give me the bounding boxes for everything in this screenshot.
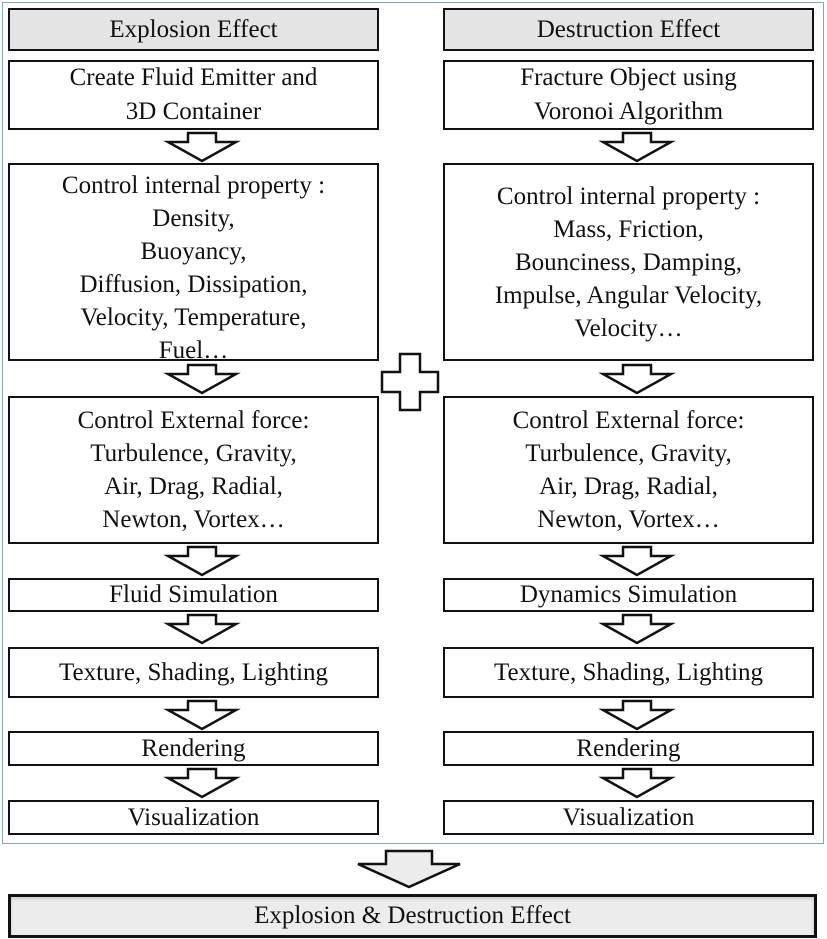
explosion-step-visualization: Visualization: [8, 800, 379, 835]
result-box: Explosion & Destruction Effect: [8, 894, 817, 938]
destruction-step-external-force: Control External force: Turbulence, Grav…: [443, 396, 814, 544]
explosion-header: Explosion Effect: [8, 8, 379, 51]
down-arrow-icon: [598, 699, 676, 731]
down-arrow-icon: [163, 767, 241, 799]
destruction-step-internal-property: Control internal property : Mass, Fricti…: [443, 163, 814, 361]
down-arrow-icon: [598, 131, 676, 163]
destruction-step-texture-shading-lighting: Texture, Shading, Lighting: [443, 647, 814, 698]
down-arrow-icon: [598, 363, 676, 395]
destruction-step-rendering: Rendering: [443, 731, 814, 766]
down-arrow-icon: [357, 849, 461, 889]
down-arrow-icon: [163, 131, 241, 163]
diagram-frame: [2, 2, 824, 844]
down-arrow-icon: [163, 363, 241, 395]
explosion-step-internal-property: Control internal property : Density, Buo…: [8, 163, 379, 361]
explosion-step-fluid-simulation: Fluid Simulation: [8, 578, 379, 612]
explosion-step-emitter: Create Fluid Emitter and 3D Container: [8, 60, 379, 130]
down-arrow-icon: [598, 545, 676, 577]
down-arrow-icon: [163, 699, 241, 731]
destruction-step-dynamics-simulation: Dynamics Simulation: [443, 578, 814, 612]
explosion-step-rendering: Rendering: [8, 731, 379, 766]
down-arrow-icon: [598, 613, 676, 645]
destruction-step-fracture: Fracture Object using Voronoi Algorithm: [443, 60, 814, 130]
down-arrow-icon: [163, 545, 241, 577]
down-arrow-icon: [598, 767, 676, 799]
plus-icon: [380, 352, 440, 412]
destruction-step-visualization: Visualization: [443, 800, 814, 835]
down-arrow-icon: [163, 613, 241, 645]
explosion-step-external-force: Control External force: Turbulence, Grav…: [8, 396, 379, 544]
destruction-header: Destruction Effect: [443, 8, 814, 51]
explosion-step-texture-shading-lighting: Texture, Shading, Lighting: [8, 647, 379, 698]
